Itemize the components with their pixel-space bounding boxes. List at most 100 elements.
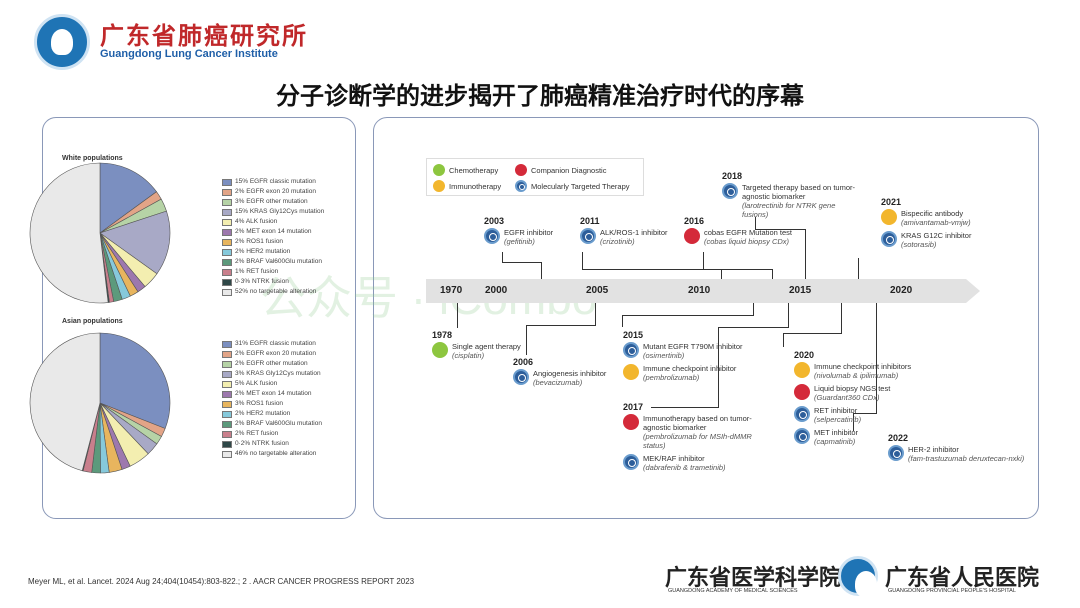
legend-swatch (222, 268, 232, 276)
legend-item: 4% ALK fusion (222, 217, 324, 227)
legend-label: 2% ROS1 fusion (235, 238, 284, 245)
legend-item: 2% MET exon 14 mutation (222, 389, 322, 399)
pie-slice (29, 162, 109, 304)
mtt-icon (888, 445, 904, 461)
event-drug: (larotrectinib for NTRK gene fusions) (742, 201, 836, 219)
legend-item: 2% MET exon 14 mutation (222, 227, 324, 237)
event-drug: (Guardant360 CDx) (814, 393, 880, 402)
chemo-icon (432, 342, 448, 358)
event-label: Mutant EGFR T790M inhibitor (643, 342, 743, 351)
legend-item: 31% EGFR classic mutation (222, 339, 322, 349)
event-label: Bispecific antibody (901, 209, 964, 218)
mtt-icon (722, 183, 738, 199)
immuno-icon (623, 364, 639, 380)
event-item: Immunotherapy based on tumor-agnostic bi… (623, 414, 763, 450)
event-label: Single agent therapy (452, 342, 521, 351)
legend-label: 2% HER2 mutation (235, 410, 291, 417)
legend-swatch (222, 360, 232, 368)
legend-swatch (222, 288, 232, 296)
legend-swatch (222, 420, 232, 428)
legend-item: 0·3% NTRK fusion (222, 277, 324, 287)
event-label: Immune checkpoint inhibitor (643, 364, 737, 373)
event-item: Immune checkpoint inhibitors(nivolumab &… (794, 362, 911, 380)
legend-label: 2% EGFR other mutation (235, 360, 308, 367)
event-item: ALK/ROS-1 inhibitor(crizotinib) (580, 228, 668, 246)
legend-swatch (222, 278, 232, 286)
legend-label: 3% KRAS Gly12Cys mutation (235, 370, 321, 377)
legend-swatch (222, 238, 232, 246)
event-label: Targeted therapy based on tumor-agnostic… (742, 183, 855, 201)
legend-label: Molecularly Targeted Therapy (531, 181, 630, 191)
event-item: EGFR inhibitor(gefitinib) (484, 228, 553, 246)
legend-swatch (222, 340, 232, 348)
legend-label: 0·3% NTRK fusion (235, 278, 289, 285)
pie-slice (99, 332, 171, 429)
event-year: 2006 (513, 357, 534, 367)
mtt-icon (623, 454, 639, 470)
legend-item: 2% EGFR exon 20 mutation (222, 187, 324, 197)
legend-swatch (222, 208, 232, 216)
event-item: Angiogenesis inhibitor(bevacizumab) (513, 369, 606, 387)
event-label: Immunotherapy based on tumor-agnostic bi… (643, 414, 752, 432)
legend-label: 52% no targetable alteration (235, 288, 317, 295)
legend-label: 0·2% NTRK fusion (235, 440, 289, 447)
chemotherapy-icon (433, 164, 445, 176)
legend-item: 2% HER2 mutation (222, 409, 322, 419)
event-label: ALK/ROS-1 inhibitor (600, 228, 668, 237)
axis-year: 2010 (688, 285, 711, 296)
legend-swatch (222, 228, 232, 236)
legend-swatch (222, 450, 232, 458)
event-item: Targeted therapy based on tumor-agnostic… (722, 183, 862, 219)
event-year: 2011 (580, 216, 600, 226)
legend-label: 2% RET fusion (235, 430, 279, 437)
event-year: 2021 (881, 197, 902, 207)
legend-label: 2% HER2 mutation (235, 248, 291, 255)
mtt-icon (580, 228, 596, 244)
event-item: Mutant EGFR T790M inhibitor(osimertinib) (623, 342, 743, 360)
academy-name-cn: 广东省医学科学院 (665, 565, 842, 591)
legend-swatch (222, 410, 232, 418)
legend-swatch (222, 440, 232, 448)
event-item: RET inhibitor(selpercatinib) (794, 406, 911, 424)
legend-swatch (222, 198, 232, 206)
event-year: 1978 (432, 330, 453, 340)
legend-label: 2% BRAF Val600Glu mutation (235, 258, 322, 265)
institute-logo (34, 14, 90, 70)
legend-item: 15% EGFR classic mutation (222, 177, 324, 187)
event-drug: (cobas liquid biopsy CDx) (704, 237, 790, 246)
legend-swatch (222, 218, 232, 226)
companion-diagnostic-icon (515, 164, 527, 176)
event-year: 2015 (623, 330, 644, 340)
event-label: MET inhibitor (814, 428, 859, 437)
event-drug: (pembrolizumab) (643, 373, 700, 382)
legend-swatch (222, 380, 232, 388)
event-drug: (amivantamab-vmjw) (901, 218, 971, 227)
legend-label: 2% MET exon 14 mutation (235, 228, 312, 235)
event-item: MEK/RAF inhibitor(dabrafenib & trametini… (623, 454, 763, 472)
legend-label: 2% EGFR exon 20 mutation (235, 188, 316, 195)
event-year: 2020 (794, 350, 815, 360)
slide-title: 分子诊断学的进步揭开了肺癌精准治疗时代的序幕 (276, 83, 804, 110)
white-pie (29, 162, 171, 304)
legend-label: 46% no targetable alteration (235, 450, 317, 457)
event-drug: (dabrafenib & trametinib) (643, 463, 726, 472)
event-drug: (fam-trastuzumab deruxtecan-nxki) (908, 454, 1025, 463)
event-item: KRAS G12C inhibitor(sotorasib) (881, 231, 971, 249)
legend-item: 0·2% NTRK fusion (222, 439, 322, 449)
white-pie-title: White populations (62, 155, 123, 162)
event-year: 2003 (484, 216, 505, 226)
event-drug: (nivolumab & ipilimumab) (814, 371, 899, 380)
asian-pie (29, 332, 171, 474)
event-label: Liquid biopsy NGS test (814, 384, 891, 393)
immuno-icon (881, 209, 897, 225)
event-label: KRAS G12C inhibitor (901, 231, 972, 240)
legend-item: 1% RET fusion (222, 267, 324, 277)
axis-year: 2005 (586, 285, 609, 296)
